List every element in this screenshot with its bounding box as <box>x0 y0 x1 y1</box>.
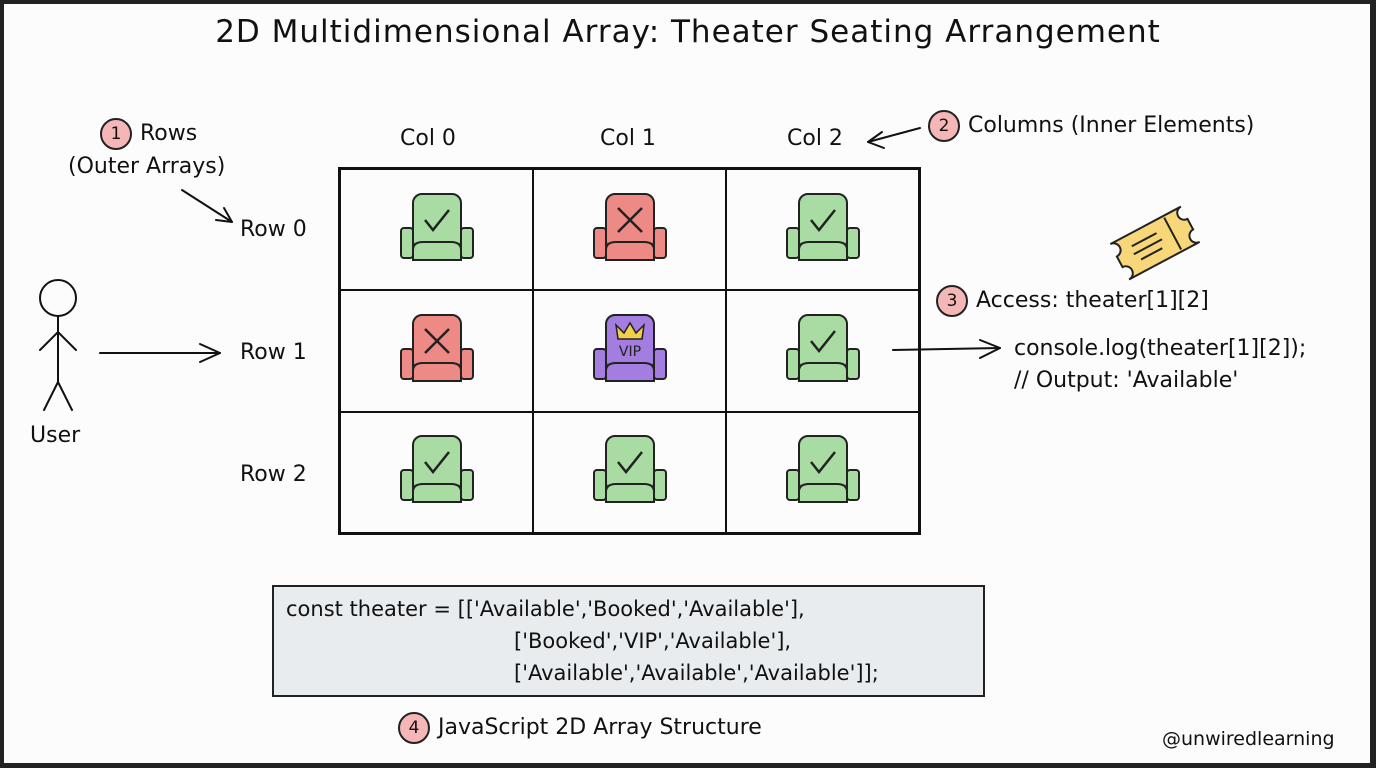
step-badge-2: 2 <box>928 110 960 142</box>
check-icon <box>423 451 450 475</box>
rows-arrow-icon <box>181 189 233 223</box>
step-badge-3: 3 <box>936 285 968 317</box>
check-icon <box>423 208 450 232</box>
seat-cell-r2-c0[interactable] <box>340 411 533 533</box>
seat-available-icon <box>592 435 667 504</box>
user-stick-figure-icon <box>39 279 77 411</box>
code-line-3: ['Available','Available','Available']]; <box>514 661 879 685</box>
check-icon <box>809 451 836 475</box>
rows-label: Rows <box>140 121 198 146</box>
x-icon <box>423 328 450 354</box>
step-badge-4: 4 <box>398 712 430 744</box>
crown-icon <box>614 321 645 340</box>
x-icon <box>616 206 643 233</box>
columns-arrow-icon <box>867 127 921 149</box>
check-icon <box>809 208 836 232</box>
seat-booked-icon <box>592 192 667 261</box>
output-comment: // Output: 'Available' <box>1014 368 1239 393</box>
diagram-title: 2D Multidimensional Array: Theater Seati… <box>215 14 1161 50</box>
seat-cell-r1-c1[interactable]: VIP <box>533 290 726 412</box>
ticket-icon <box>1109 205 1201 281</box>
seat-vip-icon: VIP <box>592 313 667 382</box>
output-arrow-icon <box>892 339 1001 359</box>
access-annotation: 3 Access: theater[1][2] <box>936 285 1209 317</box>
seat-available-icon <box>399 435 474 504</box>
code-box: const theater = [['Available','Booked','… <box>272 585 985 697</box>
columns-label: Columns (Inner Elements) <box>968 113 1255 138</box>
code-line-1: const theater = [['Available','Booked','… <box>286 597 805 621</box>
col-label-2: Col 2 <box>787 126 843 151</box>
seat-cell-r1-c2[interactable] <box>726 290 919 412</box>
row-label-0: Row 0 <box>240 217 307 242</box>
row-label-2: Row 2 <box>240 462 307 487</box>
rows-sublabel: (Outer Arrays) <box>68 154 226 179</box>
vip-text: VIP <box>618 344 640 360</box>
seat-cell-r0-c0[interactable] <box>340 169 533 291</box>
row-label-1: Row 1 <box>240 340 307 365</box>
seat-available-icon <box>785 313 860 382</box>
rows-annotation: 1 Rows <box>100 118 197 150</box>
seat-available-icon <box>785 192 860 261</box>
seat-available-icon <box>785 435 860 504</box>
seat-available-icon <box>399 192 474 261</box>
user-arrow-icon <box>99 343 221 363</box>
col-label-1: Col 1 <box>600 126 656 151</box>
seat-cell-r0-c2[interactable] <box>726 169 919 291</box>
check-icon <box>616 451 643 475</box>
code-line-2: ['Booked','VIP','Available'], <box>514 629 792 653</box>
seat-booked-icon <box>399 313 474 382</box>
col-label-0: Col 0 <box>400 126 456 151</box>
seat-cell-r2-c1[interactable] <box>533 411 726 533</box>
watermark: @unwiredlearning <box>1162 728 1335 750</box>
structure-label: JavaScript 2D Array Structure <box>438 715 762 740</box>
check-icon <box>809 330 836 353</box>
structure-annotation: 4 JavaScript 2D Array Structure <box>398 712 762 744</box>
seat-cell-r1-c0[interactable] <box>340 290 533 412</box>
seat-cell-r0-c1[interactable] <box>533 169 726 291</box>
seat-cell-r2-c2[interactable] <box>726 411 919 533</box>
access-label: Access: theater[1][2] <box>976 288 1209 313</box>
seating-grid: VIP <box>338 167 921 535</box>
console-code: console.log(theater[1][2]); <box>1014 336 1307 361</box>
user-label: User <box>30 423 81 448</box>
columns-annotation: 2 Columns (Inner Elements) <box>928 110 1254 142</box>
step-badge-1: 1 <box>100 118 132 150</box>
